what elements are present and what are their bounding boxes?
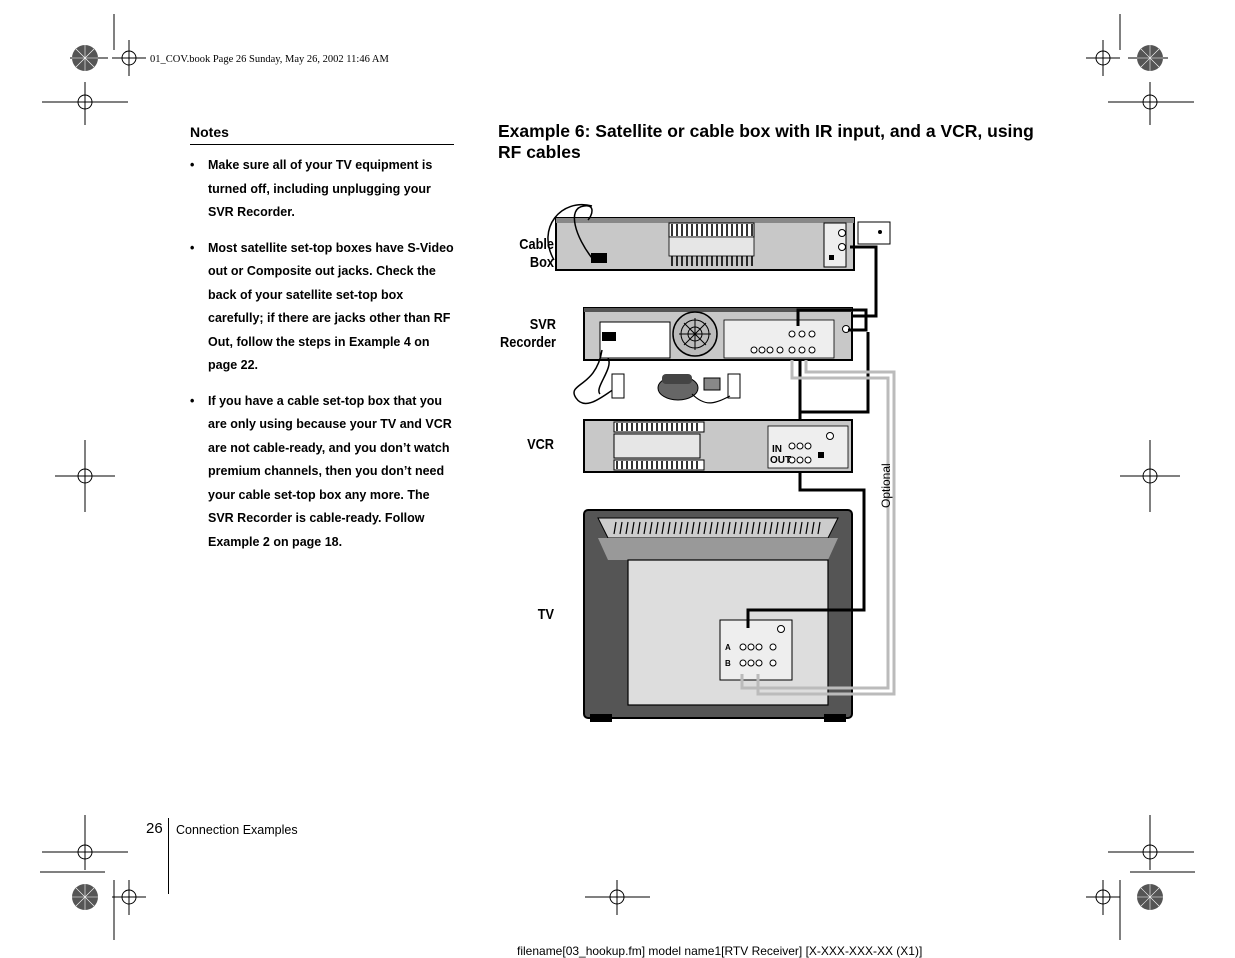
- tv-input-b-label: B: [725, 659, 731, 668]
- connection-diagram: IN OUT A B Optional: [547, 203, 896, 722]
- notes-list: Make sure all of your TV equipment is tu…: [190, 154, 456, 566]
- vcr-label: VCR: [527, 436, 554, 453]
- example-heading: Example 6: Satellite or cable box with I…: [498, 121, 1034, 162]
- note-item: Make sure all of your TV equipment is tu…: [190, 154, 456, 225]
- svr-recorder-illustration: [583, 307, 853, 361]
- vcr-illustration: IN OUT: [583, 419, 853, 473]
- cable-box-illustration: [555, 217, 891, 271]
- optional-label: Optional: [879, 463, 893, 508]
- tv-label: TV: [537, 606, 554, 623]
- vcr-out-label: OUT: [770, 455, 791, 466]
- tv-illustration: A B: [583, 509, 853, 722]
- footer-divider: [168, 818, 169, 894]
- note-item: Most satellite set-top boxes have S-Vide…: [190, 237, 456, 378]
- filename-slug: filename[03_hookup.fm] model name1[RTV R…: [517, 944, 923, 958]
- header-book-info: 01_COV.book Page 26 Sunday, May 26, 2002…: [150, 54, 389, 65]
- page-number: 26: [146, 820, 163, 837]
- note-item: If you have a cable set-top box that you…: [190, 390, 456, 555]
- notes-divider: [190, 144, 454, 145]
- section-name: Connection Examples: [176, 823, 298, 837]
- vcr-in-label: IN: [772, 444, 782, 455]
- notes-title: Notes: [190, 124, 229, 140]
- tv-input-a-label: A: [725, 643, 731, 652]
